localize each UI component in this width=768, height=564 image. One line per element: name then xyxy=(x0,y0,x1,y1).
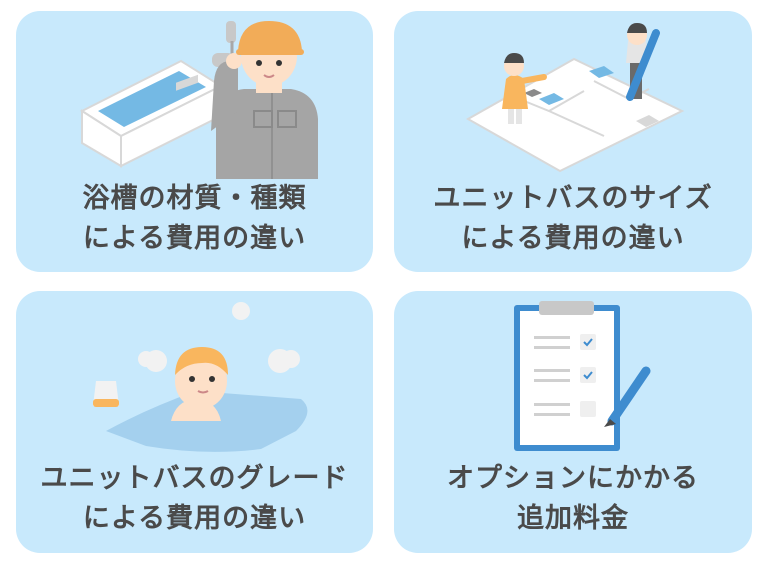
card-title: 浴槽の材質・種類 による費用の違い xyxy=(16,179,373,259)
card-title-line-2: による費用の違い xyxy=(82,223,307,254)
bath-water-icon xyxy=(106,391,308,452)
card-title-line-1: ユニットバスのグレード xyxy=(40,463,349,494)
worker-with-bathtub-illustration xyxy=(79,21,318,179)
worker-icon xyxy=(211,21,318,179)
bathtub-icon xyxy=(79,59,224,168)
person-with-pencil-icon xyxy=(626,23,660,101)
person-pointing-icon xyxy=(502,53,547,124)
card-title: オプションにかかる 追加料金 xyxy=(394,459,752,539)
bather-icon xyxy=(171,347,228,421)
card-unit-bath-size[interactable]: ユニットバスのサイズ による費用の違い xyxy=(394,11,752,272)
person-bathing-illustration xyxy=(93,302,308,452)
pencil-icon xyxy=(604,366,651,427)
checklist-icon xyxy=(534,334,596,417)
card-title-line-2: による費用の違い xyxy=(461,223,685,254)
card-title-line-1: 浴槽の材質・種類 xyxy=(82,183,307,214)
clipboard-icon xyxy=(514,301,620,451)
card-title: ユニットバスのグレード による費用の違い xyxy=(16,459,373,539)
card-title-line-1: オプションにかかる xyxy=(447,463,699,494)
checklist-clipboard-illustration xyxy=(514,301,651,451)
steam-cloud-icon xyxy=(138,302,300,373)
card-title: ユニットバスのサイズ による費用の違い xyxy=(394,179,752,259)
card-title-line-2: による費用の違い xyxy=(82,503,307,534)
people-on-floor-plan-illustration xyxy=(465,23,685,173)
bath-bucket-icon xyxy=(93,381,119,407)
card-title-line-2: 追加料金 xyxy=(517,503,629,534)
card-option-fees[interactable]: オプションにかかる 追加料金 xyxy=(394,291,752,553)
floor-plan-icon xyxy=(465,57,685,173)
card-bathtub-material[interactable]: 浴槽の材質・種類 による費用の違い xyxy=(16,11,373,272)
card-title-line-1: ユニットバスのサイズ xyxy=(433,183,713,214)
card-unit-bath-grade[interactable]: ユニットバスのグレード による費用の違い xyxy=(16,291,373,553)
